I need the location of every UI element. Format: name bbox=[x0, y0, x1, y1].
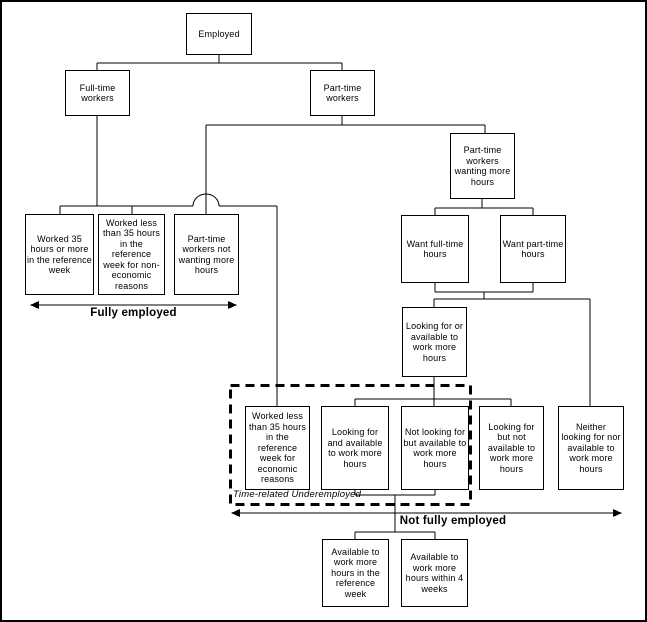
node-available-reference-week: Available to work more hours in the refe… bbox=[322, 539, 389, 607]
node-worked-less-economic: Worked less than 35 hours in the referen… bbox=[245, 406, 310, 490]
node-looking-or-available: Looking for or available to work more ho… bbox=[402, 307, 467, 377]
node-want-full-time-hours: Want full-time hours bbox=[401, 215, 469, 283]
node-pt-not-wanting-more: Part-time workers not wanting more hours bbox=[174, 214, 239, 295]
not-fully-employed-arrow bbox=[231, 509, 622, 517]
node-pt-wanting-more: Part-time workers wanting more hours bbox=[450, 133, 515, 199]
node-not-looking-but-available: Not looking for but available to work mo… bbox=[401, 406, 469, 490]
time-related-underemployed-label: Time-related Underemployed bbox=[233, 489, 362, 500]
node-full-time-workers: Full-time workers bbox=[65, 70, 130, 116]
node-want-part-time-hours: Want part-time hours bbox=[500, 215, 566, 283]
node-employed: Employed bbox=[186, 13, 252, 55]
fully-employed-label: Fully employed bbox=[90, 307, 177, 319]
time-related-underemployed-outline bbox=[229, 384, 472, 506]
fully-employed-arrow bbox=[30, 301, 237, 309]
node-part-time-workers: Part-time workers bbox=[310, 70, 375, 116]
node-worked-35-plus: Worked 35 hours or more in the reference… bbox=[25, 214, 94, 295]
not-fully-employed-label: Not fully employed bbox=[399, 515, 507, 527]
node-worked-less-non-economic: Worked less than 35 hours in the referen… bbox=[98, 214, 165, 295]
node-available-within-4-weeks: Available to work more hours within 4 we… bbox=[401, 539, 468, 607]
node-looking-but-not-available: Looking for but not available to work mo… bbox=[479, 406, 544, 490]
node-looking-and-available: Looking for and available to work more h… bbox=[321, 406, 389, 490]
node-neither-looking-nor-available: Neither looking for nor available to wor… bbox=[558, 406, 624, 490]
